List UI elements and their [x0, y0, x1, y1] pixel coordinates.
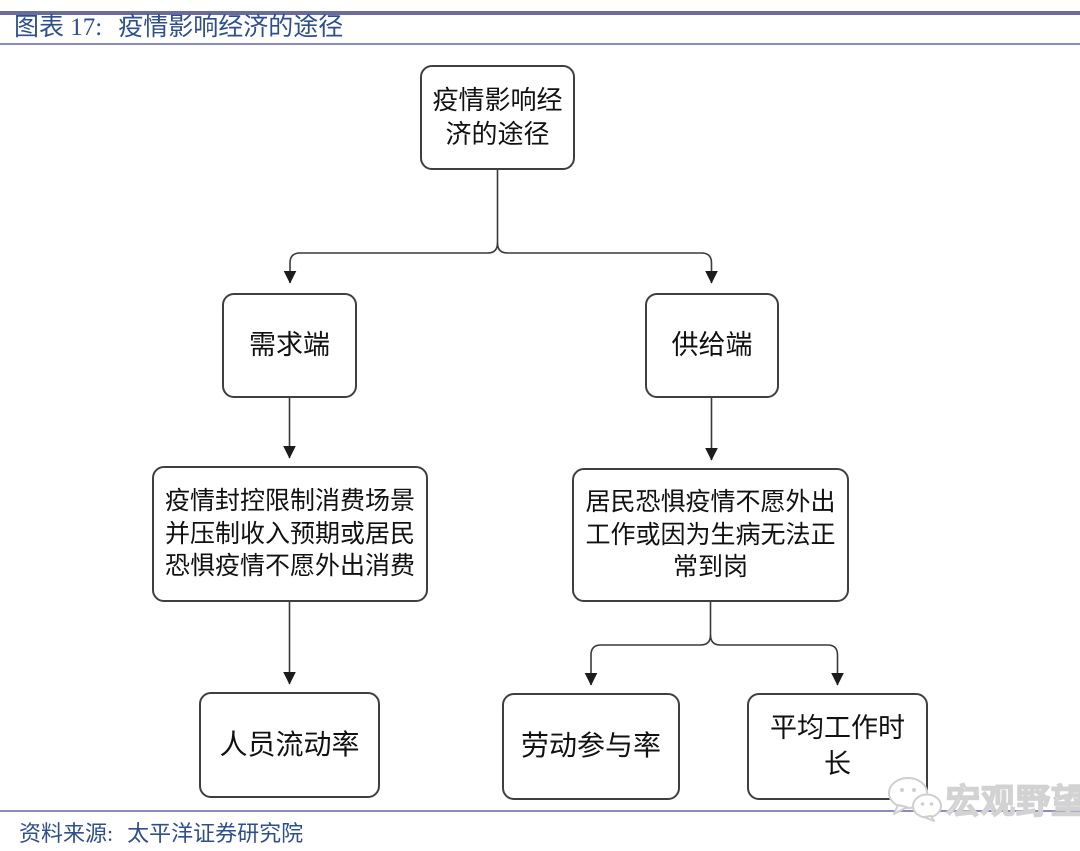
figure-label: 图表 17:	[14, 14, 103, 41]
source-text: 太平洋证券研究院	[127, 821, 304, 846]
node-labor-participation-rate: 劳动参与率	[502, 693, 680, 800]
top-accent-rule	[0, 11, 1080, 15]
edge-root-to-supply	[496, 242, 718, 284]
node-supply-side: 供给端	[645, 293, 779, 398]
watermark-text: 宏观野望	[945, 782, 1080, 821]
edge-root-to-demand	[283, 242, 499, 284]
node-personnel-mobility-rate: 人员流动率	[199, 692, 380, 798]
source-note: 资料来源: 太平洋证券研究院	[19, 816, 303, 848]
node-epidemic-economy-paths: 疫情影响经济的途径	[420, 65, 575, 170]
figure-title: 图表 17: 疫情影响经济的途径	[14, 15, 343, 41]
watermark: 宏观野望	[884, 774, 1080, 823]
bottom-accent-rule	[0, 810, 1080, 812]
node-supply-mechanism: 居民恐惧疫情不愿外出工作或因为生病无法正常到岗	[572, 468, 849, 602]
title-separator-rule	[0, 43, 1080, 45]
source-label: 资料来源:	[19, 821, 114, 846]
wechat-chat-bubbles-icon	[888, 776, 942, 822]
edge-detail-to-participation	[584, 602, 712, 686]
node-demand-mechanism: 疫情封控限制消费场景并压制收入预期或居民恐惧疫情不愿外出消费	[152, 466, 428, 602]
node-demand-side: 需求端	[222, 293, 357, 398]
figure-name: 疫情影响经济的途径	[118, 14, 344, 41]
edge-detail-to-hours	[709, 634, 844, 686]
